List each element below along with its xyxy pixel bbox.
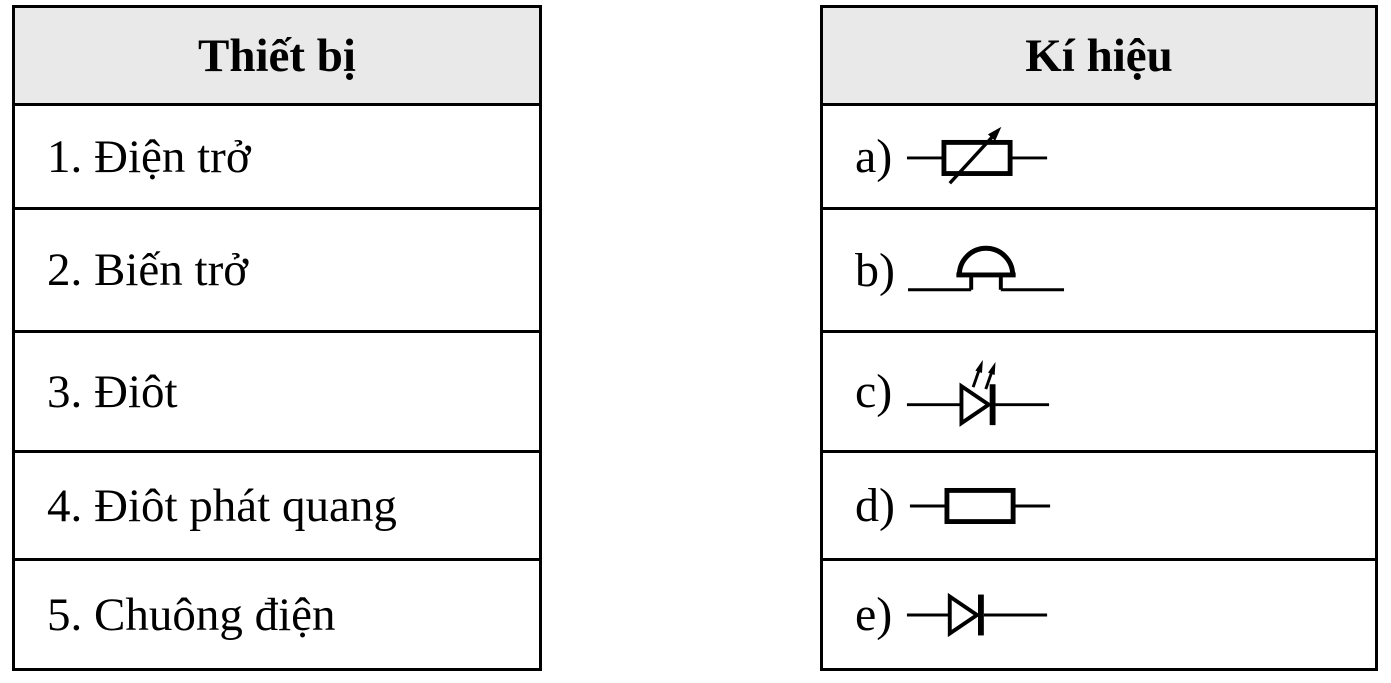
symbol-label: d): [855, 479, 895, 532]
resistor-symbol: [909, 487, 1051, 524]
table-row: b): [823, 210, 1375, 333]
device-label: 4. Điôt phát quang: [47, 479, 397, 532]
device-label: 1. Điện trở: [47, 130, 251, 183]
table-row: a): [823, 106, 1375, 210]
symbol-label: e): [855, 588, 893, 641]
table-row: 5. Chuông điện: [15, 561, 539, 668]
table-row: 1. Điện trở: [15, 106, 539, 210]
table-row: c): [823, 333, 1375, 453]
table-row: e): [823, 561, 1375, 668]
symbol-label: a): [855, 130, 893, 183]
symbols-table: Kí hiệu a) b) c): [820, 5, 1378, 671]
electric-bell-symbol: [907, 245, 1065, 292]
table-row: 4. Điôt phát quang: [15, 453, 539, 561]
diode-symbol: [907, 592, 1048, 637]
devices-table: Thiết bị 1. Điện trở 2. Biến trở 3. Điôt…: [12, 5, 542, 671]
devices-table-header: Thiết bị: [15, 8, 539, 106]
symbols-table-header: Kí hiệu: [823, 8, 1375, 106]
table-row: d): [823, 453, 1375, 561]
variable-resistor-symbol: [907, 126, 1048, 184]
device-label: 5. Chuông điện: [47, 588, 336, 641]
table-row: 2. Biến trở: [15, 210, 539, 333]
symbol-label: c): [855, 365, 893, 418]
table-row: 3. Điôt: [15, 333, 539, 453]
device-label: 2. Biến trở: [47, 244, 249, 296]
device-label: 3. Điôt: [47, 365, 178, 418]
symbol-label: b): [855, 243, 895, 297]
led-symbol: [907, 359, 1050, 427]
